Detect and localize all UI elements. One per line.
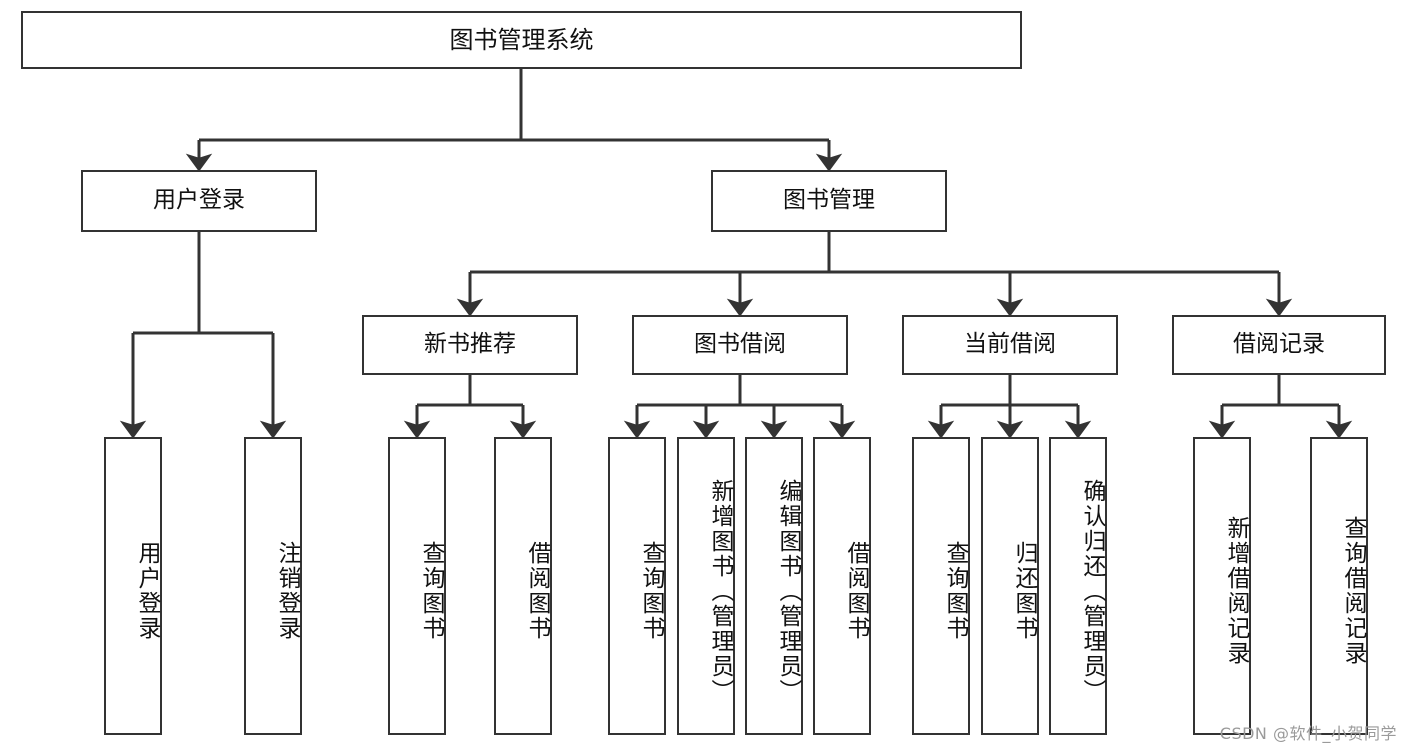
leaf-return-book[interactable]: 归还图书 [981, 437, 1039, 735]
leaf-query-book-2-label: 查询图书 [638, 541, 664, 641]
node-new-book-recommend-label: 新书推荐 [424, 331, 516, 358]
node-book-borrow[interactable]: 图书借阅 [632, 315, 848, 375]
leaf-query-borrow-record-label: 查询借阅记录 [1340, 516, 1366, 666]
watermark: CSDN @软件_小贺同学 [1219, 724, 1397, 743]
node-borrow-record[interactable]: 借阅记录 [1172, 315, 1386, 375]
leaf-borrow-book-2[interactable]: 借阅图书 [813, 437, 871, 735]
leaf-query-book-1-label: 查询图书 [418, 541, 444, 641]
leaf-return-book-label: 归还图书 [1011, 541, 1037, 641]
node-new-book-recommend[interactable]: 新书推荐 [362, 315, 578, 375]
leaf-add-borrow-record[interactable]: 新增借阅记录 [1193, 437, 1251, 735]
leaf-borrow-book-1[interactable]: 借阅图书 [494, 437, 552, 735]
leaf-confirm-return-admin-label: 确认归还（管理员） [1079, 478, 1105, 704]
leaf-logout-login[interactable]: 注销登录 [244, 437, 302, 735]
leaf-confirm-return-admin[interactable]: 确认归还（管理员） [1049, 437, 1107, 735]
leaf-query-book-3[interactable]: 查询图书 [912, 437, 970, 735]
node-book-borrow-label: 图书借阅 [694, 331, 786, 358]
leaf-user-login-label: 用户登录 [134, 541, 160, 641]
leaf-query-book-1[interactable]: 查询图书 [388, 437, 446, 735]
node-root[interactable]: 图书管理系统 [21, 11, 1022, 69]
leaf-borrow-book-1-label: 借阅图书 [524, 541, 550, 641]
node-book-management-label: 图书管理 [783, 187, 875, 214]
leaf-query-book-2[interactable]: 查询图书 [608, 437, 666, 735]
leaf-query-book-3-label: 查询图书 [942, 541, 968, 641]
leaf-borrow-book-2-label: 借阅图书 [843, 541, 869, 641]
node-borrow-record-label: 借阅记录 [1233, 331, 1325, 358]
node-current-borrow-label: 当前借阅 [964, 331, 1056, 358]
leaf-edit-book-admin[interactable]: 编辑图书（管理员） [745, 437, 803, 735]
leaf-add-book-admin[interactable]: 新增图书（管理员） [677, 437, 735, 735]
leaf-logout-login-label: 注销登录 [274, 541, 300, 641]
node-current-borrow[interactable]: 当前借阅 [902, 315, 1118, 375]
leaf-user-login[interactable]: 用户登录 [104, 437, 162, 735]
node-root-label: 图书管理系统 [449, 25, 594, 54]
leaf-query-borrow-record[interactable]: 查询借阅记录 [1310, 437, 1368, 735]
node-book-management[interactable]: 图书管理 [711, 170, 947, 232]
leaf-add-book-admin-label: 新增图书（管理员） [707, 478, 733, 704]
node-user-login[interactable]: 用户登录 [81, 170, 317, 232]
node-user-login-label: 用户登录 [153, 187, 245, 214]
leaf-add-borrow-record-label: 新增借阅记录 [1223, 516, 1249, 666]
leaf-edit-book-admin-label: 编辑图书（管理员） [775, 478, 801, 704]
